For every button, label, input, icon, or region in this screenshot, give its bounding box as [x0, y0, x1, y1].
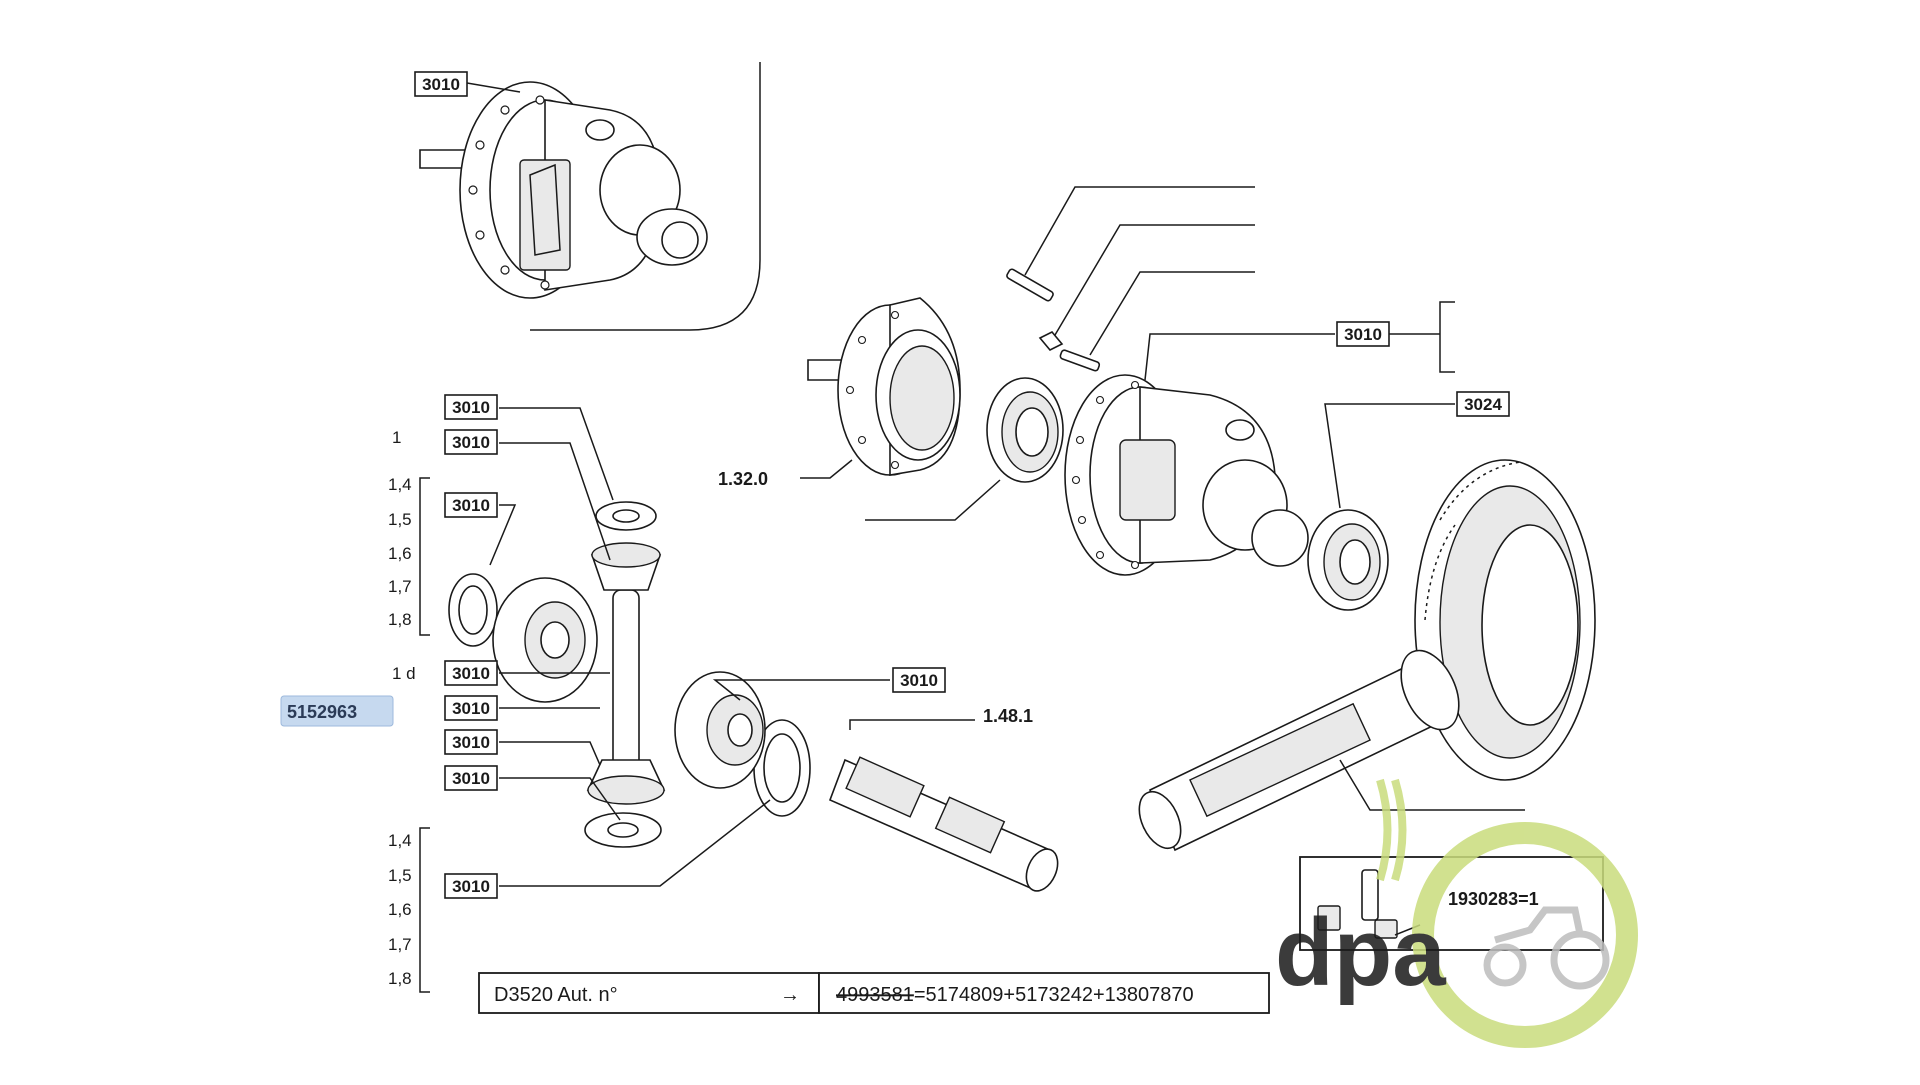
ref-box-3010: 3010 — [444, 765, 498, 791]
svg-text:3010: 3010 — [452, 877, 490, 896]
leader-line — [800, 459, 853, 479]
crown-wheel — [1414, 459, 1596, 781]
group-label-1-48-1: 1.48.1 — [983, 706, 1033, 726]
ref-box-3010: 3010 — [444, 873, 498, 899]
qty-label: 1,8 — [388, 969, 412, 988]
qty-label: 1,4 — [388, 831, 412, 850]
svg-text:3010: 3010 — [452, 733, 490, 752]
qty-label: 1,4 — [388, 475, 412, 494]
leader-line — [1144, 333, 1335, 381]
ref-box-3010: 3010 — [444, 729, 498, 755]
svg-text:3010: 3010 — [452, 769, 490, 788]
svg-text:3010: 3010 — [900, 671, 938, 690]
assembled-differential-case — [419, 62, 761, 331]
svg-text:1930283=1: 1930283=1 — [1448, 889, 1539, 909]
flange-half-case — [807, 297, 961, 476]
ref-box-3010: 3010 — [444, 429, 498, 455]
leader-line — [849, 719, 975, 730]
qty-label: 1 d — [392, 664, 416, 683]
leader-line — [466, 82, 521, 93]
svg-text:3010: 3010 — [452, 699, 490, 718]
svg-text:4993581=5174809+5173242+138078: 4993581=5174809+5173242+13807870 — [836, 984, 1194, 1006]
group-label-1-32-0: 1.32.0 — [718, 469, 768, 489]
table-old-number: 4993581 — [836, 984, 914, 1006]
ref-box-3024: 3024 — [1456, 391, 1510, 417]
svg-text:3010: 3010 — [452, 496, 490, 515]
ref-box-3010: 3010 — [444, 394, 498, 420]
ref-box-3010: 3010 — [1336, 321, 1390, 347]
table-replacement: =5174809+5173242+13807870 — [914, 984, 1194, 1006]
qty-label: 1 — [392, 428, 401, 447]
svg-text:3010: 3010 — [452, 664, 490, 683]
svg-text:3010: 3010 — [422, 75, 460, 94]
qty-label: 1,6 — [388, 544, 412, 563]
qty-label: 1,8 — [388, 610, 412, 629]
axle-shaft — [828, 756, 1059, 892]
bearing-right — [1307, 509, 1389, 611]
svg-text:3024: 3024 — [1464, 395, 1502, 414]
svg-text:3010: 3010 — [452, 433, 490, 452]
bolts-and-pins — [1006, 186, 1255, 372]
watermark-text: dpa — [1275, 899, 1446, 1006]
pinion-shaft — [1138, 649, 1460, 852]
ref-box-3010: 3010 — [414, 71, 468, 97]
qty-label: 1,5 — [388, 866, 412, 885]
leader-line — [1339, 759, 1525, 811]
table-arrow: → — [780, 984, 800, 1006]
ref-box-3010: 3010 — [444, 660, 498, 686]
ref-box-3010: 3010 — [444, 492, 498, 518]
table-model: D3520 Aut. n° — [494, 984, 618, 1006]
ref-box-3010: 3010 — [892, 667, 946, 693]
svg-text:3010: 3010 — [1344, 325, 1382, 344]
highlighted-part-number[interactable]: 5152963 — [280, 695, 394, 727]
left-leaders — [419, 407, 890, 993]
leader-line — [865, 479, 1001, 521]
bracket — [1389, 301, 1455, 373]
qty-label: 1,6 — [388, 900, 412, 919]
dpa-logo-watermark: dpa — [1275, 778, 1638, 1048]
serial-number-table: D3520 Aut. n° → 4993581=5174809+5173242+… — [478, 972, 1270, 1014]
bearing-left — [986, 377, 1064, 483]
qty-label: 1,7 — [388, 577, 412, 596]
spider-gear-exploded — [448, 501, 811, 848]
differential-case — [1064, 374, 1309, 576]
ref-box-3010: 3010 — [444, 695, 498, 721]
qty-label: 1,7 — [388, 935, 412, 954]
svg-text:5152963: 5152963 — [287, 702, 357, 722]
svg-text:3010: 3010 — [452, 398, 490, 417]
leader-line — [1324, 403, 1455, 509]
qty-label: 1,5 — [388, 510, 412, 529]
